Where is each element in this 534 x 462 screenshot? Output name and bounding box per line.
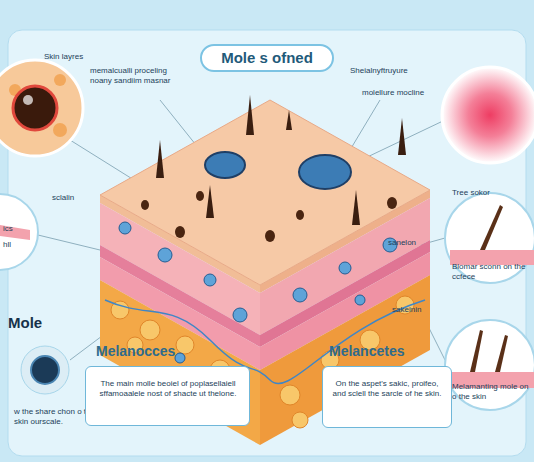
hair xyxy=(470,330,483,372)
blue-mole xyxy=(299,155,351,189)
hair xyxy=(352,190,360,225)
callout-label: Tree sokor xyxy=(452,188,512,198)
fat-cell xyxy=(292,412,308,428)
fat-cell xyxy=(140,320,160,340)
melanocyte-cell xyxy=(339,262,351,274)
callout-circle xyxy=(445,320,534,410)
brown-mole xyxy=(141,200,149,210)
callout-label: sakeinin xyxy=(392,305,437,315)
callout-label: ics xyxy=(3,224,33,234)
brown-mole xyxy=(296,210,304,220)
info-box: MelancetesOn the aspet's sakic, proifeo,… xyxy=(322,366,452,428)
title-pill: Mole s ofned xyxy=(200,44,334,72)
info-box: MelanoccesThe main molle beoiel of popla… xyxy=(85,366,250,426)
box-heading: Melanocces xyxy=(96,343,246,359)
callout-label: sclalin xyxy=(52,193,92,203)
callout-circle xyxy=(21,346,69,394)
callout-label: Skin layres xyxy=(44,52,104,62)
fat-cell xyxy=(176,336,194,354)
blue-mole xyxy=(205,152,245,178)
box-body: w the share chon o the skin ourscale. xyxy=(14,407,96,427)
callout-label: hll xyxy=(3,240,33,250)
hair xyxy=(480,205,503,250)
melanocyte-cell xyxy=(119,222,131,234)
leader-line xyxy=(38,235,100,250)
skin-top-face xyxy=(100,100,430,285)
box-body: The main molle beoiel of poplasellaiell … xyxy=(93,379,243,399)
box-heading: Mole xyxy=(8,315,88,331)
highlight xyxy=(23,95,33,105)
box-heading: Melancetes xyxy=(329,343,449,359)
leader-line xyxy=(350,100,380,150)
callout-circle xyxy=(0,60,83,156)
brown-mole xyxy=(265,230,275,242)
callout-circle xyxy=(445,193,534,283)
brown-mole xyxy=(196,191,204,201)
callout-circle xyxy=(442,67,534,163)
hair xyxy=(206,185,214,218)
cell-pattern xyxy=(53,123,67,137)
brown-mole xyxy=(175,226,185,238)
melanocyte-cell xyxy=(175,353,185,363)
hair xyxy=(495,335,508,372)
callout-label: sanelon xyxy=(388,238,433,248)
mole-closeup xyxy=(31,356,59,384)
callout-label: memalcualli proceling noany sandiim masn… xyxy=(90,66,190,86)
callout-label: Sheialnyftruyure xyxy=(350,66,440,76)
hair xyxy=(246,95,254,135)
melanocyte-cell xyxy=(204,274,216,286)
melanocyte-cell xyxy=(233,308,247,322)
callout-label: Blomar sconn on the ccfece xyxy=(452,262,530,282)
mole-closeup xyxy=(13,86,57,130)
hair xyxy=(398,118,406,155)
brown-mole xyxy=(387,197,397,209)
callout-label: Melamanting mole on o the skin xyxy=(452,382,530,402)
fat-cell xyxy=(280,385,300,405)
hair xyxy=(156,140,164,178)
callout-circle xyxy=(0,194,38,270)
box-body: On the aspet's sakic, proifeo, and sclel… xyxy=(328,379,446,399)
melanocyte-cell xyxy=(293,288,307,302)
melanocyte-cell xyxy=(158,248,172,262)
hair xyxy=(286,110,292,130)
callout-label: molellure mocline xyxy=(362,88,452,98)
cell-pattern xyxy=(54,74,66,86)
melanocyte-cell xyxy=(355,295,365,305)
